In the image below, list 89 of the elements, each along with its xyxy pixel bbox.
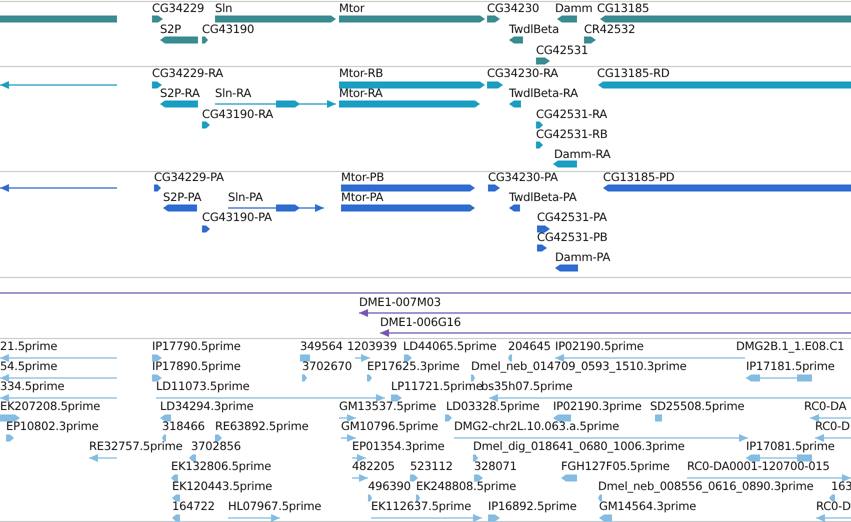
feature-label: TwdlBeta-PA bbox=[509, 191, 577, 204]
feature-label: Dmel_dig_018641_0680_1006.3prime bbox=[473, 440, 685, 453]
feature-label: 21.5prime bbox=[0, 340, 58, 353]
feature-label: 204645 bbox=[508, 340, 551, 353]
feature-label: IP02190.5prime bbox=[555, 340, 644, 353]
feature-label: Damm-RA bbox=[554, 148, 610, 161]
feature-label: TwdlBeta-RA bbox=[509, 87, 578, 100]
feature-label: RC0-D bbox=[815, 420, 850, 433]
feature-label: CG34229-PA bbox=[154, 171, 224, 184]
feature-label: Sln-PA bbox=[228, 191, 263, 204]
feature-label: 334.5prime bbox=[0, 380, 64, 393]
feature-label: CG43190-RA bbox=[202, 108, 274, 121]
feature-label: CG34229-RA bbox=[152, 67, 224, 80]
feature-label: CG42531-PB bbox=[537, 231, 608, 244]
feature-label: EK132806.5prime bbox=[171, 460, 272, 473]
feature-label: S2P-PA bbox=[163, 191, 202, 204]
feature-label: 3702670 bbox=[302, 360, 352, 373]
feature-label: 328071 bbox=[474, 460, 517, 473]
feature-label: CG34230-PA bbox=[488, 171, 558, 184]
feature-label: GM13537.5prime bbox=[339, 400, 436, 413]
feature-label: IP17790.5prime bbox=[152, 340, 241, 353]
feature-label: 54.5prime bbox=[0, 360, 58, 373]
feature-label: Mtor-PA bbox=[341, 191, 384, 204]
feature-label: Sln bbox=[215, 2, 232, 15]
feature-label: GM10796.5prime bbox=[341, 420, 438, 433]
feature-label: 164722 bbox=[172, 500, 215, 513]
feature-label: EK120443.5prime bbox=[172, 480, 272, 493]
feature-label: 496390 bbox=[368, 480, 411, 493]
feature-label: CG43190 bbox=[202, 23, 254, 36]
feature-label: RC0-DA bbox=[804, 400, 846, 413]
feature-label: 318466 bbox=[162, 420, 205, 433]
feature-label: DME1-006G16 bbox=[380, 316, 461, 329]
feature-label: RC0-D bbox=[816, 500, 851, 513]
feature-label: HL07967.5prime bbox=[228, 500, 322, 513]
feature-label: LD44065.5prime bbox=[403, 340, 497, 353]
feature-label: SD25508.5prime bbox=[650, 400, 744, 413]
feature-label: TwdlBeta bbox=[509, 23, 559, 36]
feature-label: LP11721.5prime bbox=[391, 380, 483, 393]
feature-label: Dmel_neb_014709_0593_1510.3prime bbox=[471, 360, 686, 373]
feature-label: EK248808.5prime bbox=[416, 480, 516, 493]
feature-label: IP17081.5prime bbox=[746, 440, 835, 453]
feature-label: DMG2B.1_1.E08.C1 bbox=[736, 340, 844, 353]
feature-label: Sln-RA bbox=[215, 87, 252, 100]
feature-label: EP01354.3prime bbox=[352, 440, 444, 453]
feature-label: 482205 bbox=[352, 460, 395, 473]
feature-label: CG13185-PD bbox=[603, 171, 674, 184]
feature-label: Damm-PA bbox=[555, 251, 610, 264]
feature-label: Mtor-RA bbox=[339, 87, 383, 100]
feature-label: CG42531-PA bbox=[537, 211, 607, 224]
feature-label: IP17890.5prime bbox=[152, 360, 241, 373]
feature-label: 1203939 bbox=[347, 340, 397, 353]
feature-label: CR42532 bbox=[584, 23, 636, 36]
feature-label: RC0-DA0001-120700-015 bbox=[687, 460, 830, 473]
feature-label: EK207208.5prime bbox=[0, 400, 100, 413]
feature-label: LD11073.5prime bbox=[156, 380, 250, 393]
feature-label: 3702856 bbox=[191, 440, 241, 453]
feature-label: 523112 bbox=[410, 460, 453, 473]
feature-label: RE63892.5prime bbox=[215, 420, 309, 433]
feature-label: FGH127F05.5prime bbox=[561, 460, 670, 473]
feature-label: RE32757.5prime bbox=[89, 440, 183, 453]
feature-label: CG42531-RA bbox=[536, 108, 608, 121]
feature-label: CG43190-PA bbox=[202, 211, 272, 224]
feature-label: DME1-007M03 bbox=[359, 296, 441, 309]
feature-label: S2P-RA bbox=[160, 87, 200, 100]
feature-label: EP17625.3prime bbox=[367, 360, 460, 373]
feature-label: bs35h07.5prime bbox=[481, 380, 573, 393]
feature-label: Dmel_neb_008556_0616_0890.3prime bbox=[598, 480, 814, 493]
feature-label: EP10802.3prime bbox=[6, 420, 98, 433]
feature-label: LD03328.5prime bbox=[446, 400, 540, 413]
feature-label: S2P bbox=[160, 23, 181, 36]
feature-label: 349564 bbox=[300, 340, 343, 353]
feature-label: CG42531-RB bbox=[536, 128, 608, 141]
feature-label: IP02190.3prime bbox=[553, 400, 642, 413]
feature-label: CG13185-RD bbox=[597, 67, 670, 80]
feature-label: DMG2-chr2L.10.063.a.5prime bbox=[454, 420, 620, 433]
feature-label: CG34229 bbox=[152, 2, 204, 15]
feature-label: EK112637.5prime bbox=[371, 500, 472, 513]
feature-label: CG13185 bbox=[597, 2, 650, 15]
feature-label: Mtor-PB bbox=[341, 171, 384, 184]
feature-label: Mtor-RB bbox=[339, 67, 384, 80]
feature-label: Mtor bbox=[339, 2, 364, 15]
feature-label: IP17181.5prime bbox=[746, 360, 835, 373]
feature-label: IP16892.5prime bbox=[488, 500, 577, 513]
feature-label: CG42531 bbox=[536, 44, 588, 57]
feature-label: LD34294.3prime bbox=[160, 400, 254, 413]
feature-label: CG34230 bbox=[487, 2, 540, 15]
feature-label: GM14564.3prime bbox=[599, 500, 696, 513]
feature-label: CG34230-RA bbox=[487, 67, 558, 80]
feature-label: Damm bbox=[555, 2, 593, 15]
